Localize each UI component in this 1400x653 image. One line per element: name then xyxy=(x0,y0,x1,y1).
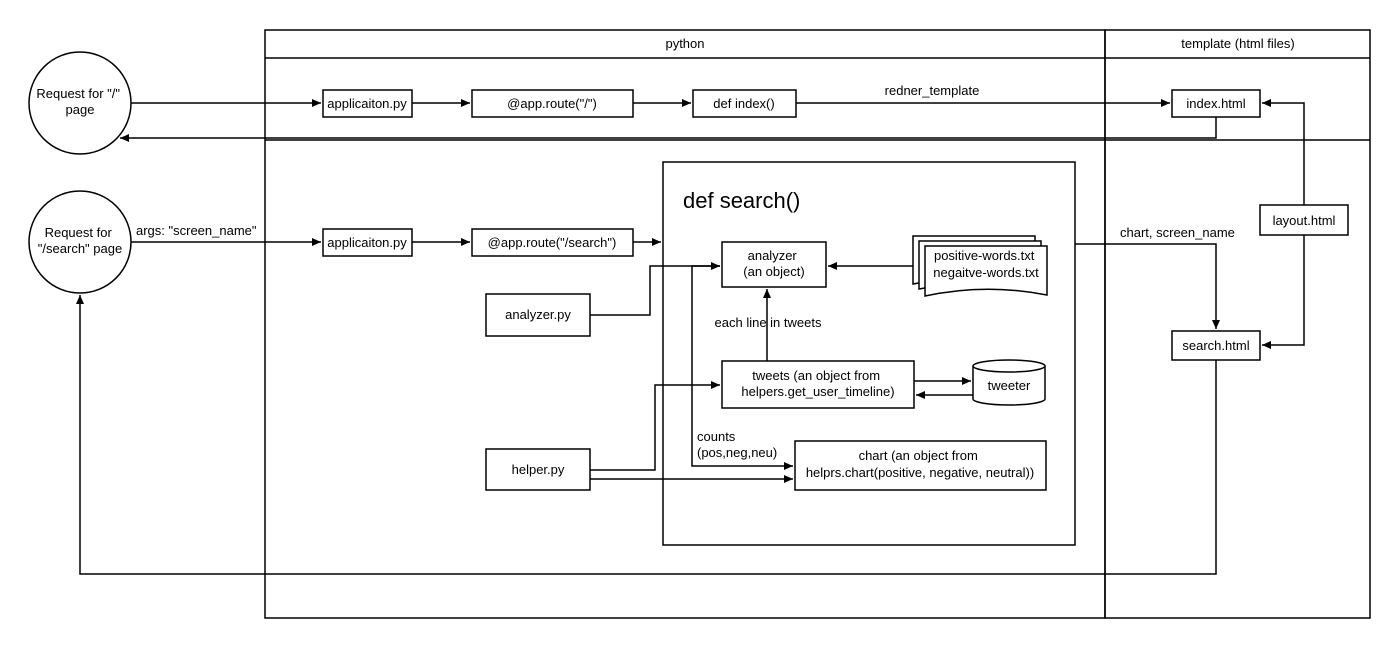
analyzer-py-label: analyzer.py xyxy=(505,307,571,322)
layout-html-node: layout.html xyxy=(1259,204,1349,236)
edge-layout-to-search-html xyxy=(1262,235,1305,349)
svg-text:positive-words.txt negai: positive-words.txt negaitve-words.txt xyxy=(933,248,1039,280)
request-root-line-2: page xyxy=(66,102,95,117)
word-files-line-1: positive-words.txt xyxy=(934,248,1035,263)
route-search-label: @app.route("/search") xyxy=(488,235,617,250)
def-index-node: def index() xyxy=(692,89,797,118)
chart-line-1: chart (an object from xyxy=(859,448,978,463)
search-html-node: search.html xyxy=(1171,330,1261,361)
render-template-label: redner_template xyxy=(885,83,980,98)
route-root-node: @app.route("/") xyxy=(471,89,634,118)
route-search-node: @app.route("/search") xyxy=(471,228,634,257)
edge-analyzer-counts-to-chart xyxy=(691,265,793,470)
svg-text:analyzer (an object): analyzer (an object) xyxy=(743,248,804,279)
request-root-actor: Request for "/" page xyxy=(28,51,132,155)
request-root-line-1: Request for "/" xyxy=(36,86,120,101)
analyzer-node: analyzer (an object) xyxy=(721,241,827,288)
tweets-line-2: helpers.get_user_timeline) xyxy=(741,384,894,399)
layout-html-label: layout.html xyxy=(1273,213,1336,228)
edge-index-html-response xyxy=(120,117,1217,142)
search-html-label: search.html xyxy=(1182,338,1249,353)
helper-py-node: helper.py xyxy=(485,448,591,491)
connectors xyxy=(76,99,1305,575)
swimlane-template-title: template (html files) xyxy=(1181,36,1294,51)
index-html-label: index.html xyxy=(1186,96,1245,111)
analyzer-py-node: analyzer.py xyxy=(485,293,591,337)
svg-text:Request for "/" page: Request for "/" page xyxy=(36,86,123,117)
svg-text:Request for "/search" pa: Request for "/search" page xyxy=(38,225,122,256)
edge-analyzer-py-to-analyzer xyxy=(590,262,720,316)
svg-text:chart (an object from he: chart (an object from helprs.chart(posit… xyxy=(806,448,1034,480)
edge-search-html-response xyxy=(76,295,1217,575)
word-files-line-2: negaitve-words.txt xyxy=(933,265,1039,280)
route-root-label: @app.route("/") xyxy=(507,96,597,111)
analyzer-line-1: analyzer xyxy=(748,248,798,263)
index-html-node: index.html xyxy=(1171,89,1261,118)
app-py-node-2: applicaiton.py xyxy=(322,228,413,257)
request-search-actor: Request for "/search" page xyxy=(28,190,132,294)
tweets-node: tweets (an object from helpers.get_user_… xyxy=(721,360,915,409)
chart-screen-name-label: chart, screen_name xyxy=(1120,225,1235,240)
each-line-label: each line in tweets xyxy=(715,315,822,330)
app-py-label-2: applicaiton.py xyxy=(327,235,407,250)
request-search-line-2: "/search" page xyxy=(38,241,122,256)
counts-label-line-1: counts xyxy=(697,429,736,444)
edge-layout-to-index-html xyxy=(1262,99,1305,205)
app-py-label-1: applicaiton.py xyxy=(327,96,407,111)
analyzer-line-2: (an object) xyxy=(743,264,804,279)
svg-text:tweets (an object from h: tweets (an object from helpers.get_user_… xyxy=(741,368,894,399)
svg-text:counts (pos,neg,neu): counts (pos,neg,neu) xyxy=(697,429,777,460)
swimlane-template: template (html files) xyxy=(1104,29,1371,619)
chart-line-2: helprs.chart(positive, negative, neutral… xyxy=(806,465,1034,480)
search-function-title: def search() xyxy=(683,188,800,213)
args-label: args: "screen_name" xyxy=(136,223,257,238)
helper-py-label: helper.py xyxy=(512,462,565,477)
request-search-line-1: Request for xyxy=(45,225,113,240)
tweeter-database-node: tweeter xyxy=(972,359,1046,406)
app-py-node-1: applicaiton.py xyxy=(322,89,413,118)
tweets-line-1: tweets (an object from xyxy=(752,368,880,383)
edge-helper-py-to-tweets xyxy=(590,381,720,471)
chart-node: chart (an object from helprs.chart(posit… xyxy=(794,440,1047,491)
search-function-container: def search() xyxy=(662,161,1076,546)
tweeter-database-label: tweeter xyxy=(988,378,1031,393)
def-index-label: def index() xyxy=(713,96,774,111)
swimlane-python: python xyxy=(264,29,1106,619)
swimlane-python-title: python xyxy=(665,36,704,51)
counts-label-line-2: (pos,neg,neu) xyxy=(697,445,777,460)
word-files-node: positive-words.txt negaitve-words.txt xyxy=(912,235,1048,297)
edge-search-to-search-html xyxy=(1075,243,1220,329)
